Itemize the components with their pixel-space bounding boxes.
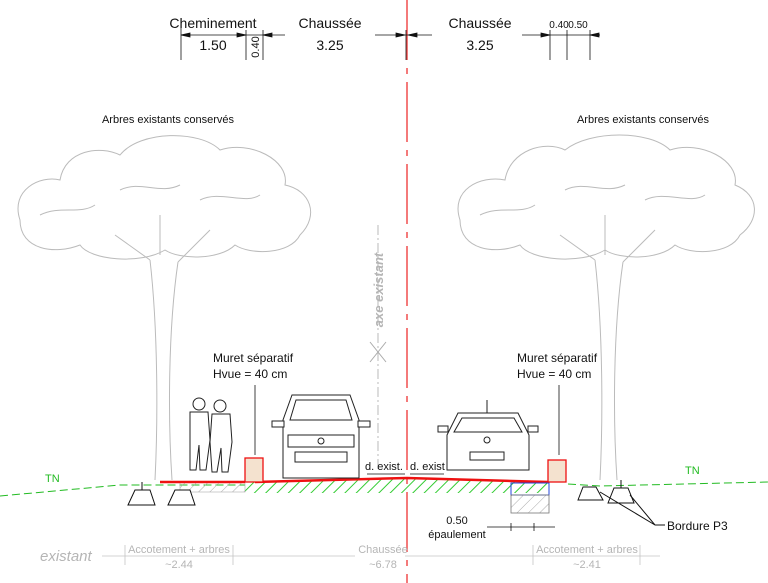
trees-right-label: Arbres existants conservés [577,114,710,126]
existing-center-value: ~6.78 [369,559,397,571]
wall-width-left: 0.40 [250,36,262,57]
road-right-width: 3.25 [466,37,493,53]
road-left-label: Chaussée [298,15,361,31]
tn-left-label: TN [45,473,60,485]
road-foundation [245,478,548,493]
d-exist-right-label: d. exist [410,461,445,473]
existing-center-label: Chaussée [358,544,408,556]
wall-left-height: Hvue = 40 cm [213,367,287,381]
existing-left-label: Accotement + arbres [128,544,230,556]
existing-dimension-line [102,545,660,565]
tn-line-left [0,484,245,497]
curb-icons [127,480,635,506]
d-exist-left-label: d. exist. [365,461,403,473]
road-right-label: Chaussée [448,15,511,31]
tn-right-label: TN [685,465,700,477]
car-front-icon [271,394,371,479]
existing-label: existant [40,548,93,565]
dimension-line [180,25,600,60]
wall-right-height: Hvue = 40 cm [517,367,591,381]
existing-right-label: Accotement + arbres [536,544,638,556]
cheminement-width: 1.50 [199,37,226,53]
wall-right-label: Muret séparatif [517,351,598,365]
shoulder-width: 0.50 [568,20,588,31]
tn-line-right [567,481,768,487]
existing-right-value: ~2.41 [573,559,601,571]
road-surface [160,476,549,484]
wall-width-right: 0.40 [549,20,569,31]
shoulder-dimension-value: 0.50 [446,515,467,527]
curb-label: Bordure P3 [667,519,728,533]
shoulder-base [510,494,550,514]
road-left-width: 3.25 [316,37,343,53]
existing-left-value: ~2.44 [165,559,193,571]
trees-left-label: Arbres existants conservés [102,114,235,126]
tree-left-icon [17,135,312,481]
wall-left-label: Muret séparatif [213,351,294,365]
wall-right [547,459,567,483]
existing-axis-label: axe existant [371,252,386,327]
tree-right-icon [457,134,755,481]
axis-cross-icon [369,341,387,363]
shoulder-dimension-label: épaulement [428,529,486,541]
pedestrians-icon [189,397,233,473]
cheminement-label: Cheminement [169,15,256,31]
wall-left [244,457,264,483]
car-rear-icon [437,400,539,471]
